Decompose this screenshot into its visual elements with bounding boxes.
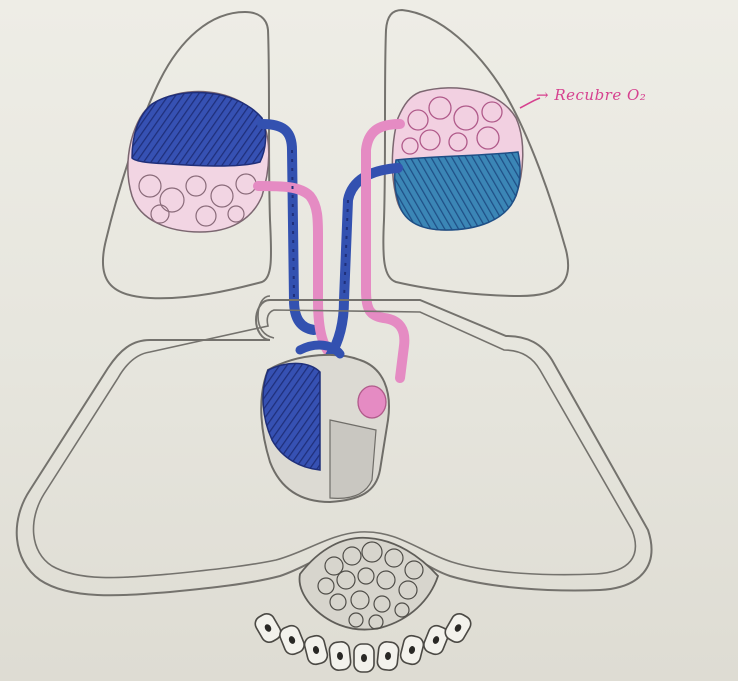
right-alveoli-cluster <box>392 88 522 230</box>
vena-cava-blue <box>300 345 340 354</box>
tissue-cell <box>277 623 306 656</box>
left-lung <box>103 12 271 298</box>
tissue-capillary-bed <box>299 538 438 630</box>
tissue-cell <box>354 644 374 672</box>
tissue-cell <box>377 641 400 671</box>
left-atrium <box>358 386 386 418</box>
right-lung <box>383 10 568 296</box>
upper-loop <box>258 296 274 338</box>
tissue-cell <box>303 634 329 666</box>
annotation-group: → Recubre O₂ <box>520 86 646 108</box>
tissue-cell <box>329 641 352 671</box>
annotation-text: → Recubre O₂ <box>536 86 646 104</box>
pulmonary-vessels <box>258 124 404 378</box>
left-alveoli-cluster <box>128 91 269 232</box>
tissue-cell <box>399 634 425 666</box>
tissue-cell <box>252 611 283 645</box>
heart <box>261 345 389 502</box>
